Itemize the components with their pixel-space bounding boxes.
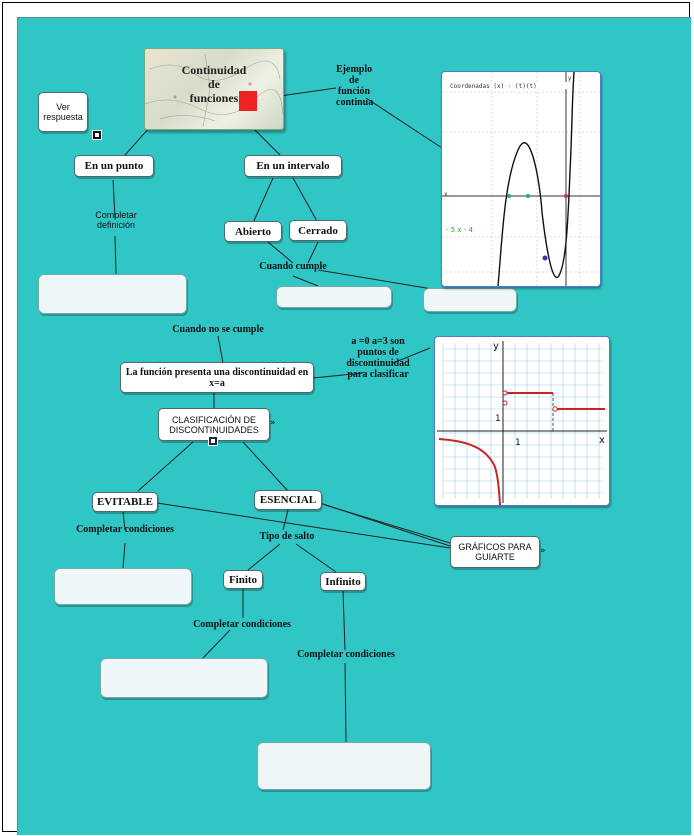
- evitable-node[interactable]: EVITABLE: [92, 492, 158, 512]
- en-un-punto-node[interactable]: En un punto: [74, 155, 154, 177]
- title-line-2: de: [208, 77, 220, 91]
- en-un-intervalo-node[interactable]: En un intervalo: [244, 155, 342, 177]
- svg-text:Coordenadas (x) · (t)(t): Coordenadas (x) · (t)(t): [450, 83, 537, 90]
- graph1-x-axis-label: x: [444, 191, 448, 198]
- note-icon[interactable]: [208, 436, 218, 446]
- puntos-label: a =0 a=3 son puntos de discontinuidad pa…: [346, 336, 410, 380]
- central-topic-node[interactable]: Continuidad de funciones: [144, 48, 284, 130]
- cerrado-answer-box[interactable]: [423, 288, 517, 312]
- graph2-x-axis-label: x: [599, 435, 605, 446]
- equation-label: - 5 x - 4: [446, 226, 474, 234]
- title-line-3: funciones: [189, 91, 239, 105]
- ejemplo-label: Ejemplo de función continua: [336, 64, 374, 108]
- infinito-label: Infinito: [325, 575, 361, 588]
- tipo-salto-label: Tipo de salto: [259, 531, 315, 542]
- esencial-label: ESENCIAL: [259, 494, 317, 506]
- evitable-answer-box[interactable]: [54, 568, 192, 605]
- completar-condiciones-infinito-label: Completar condiciones: [297, 649, 395, 660]
- cerrado-node[interactable]: Cerrado: [289, 220, 347, 241]
- graficos-node[interactable]: GRÁFICOS PARA GUIARTE: [450, 536, 540, 568]
- cuando-cumple-label: Cuando cumple: [259, 261, 327, 272]
- graficos-expand-icon[interactable]: »: [540, 546, 546, 556]
- expand-icon[interactable]: »: [270, 418, 276, 428]
- finito-label: Finito: [228, 573, 258, 586]
- en-un-intervalo-label: En un intervalo: [256, 160, 330, 172]
- completar-condiciones-evitable-label: Completar condiciones: [76, 524, 174, 535]
- abierto-answer-box[interactable]: [276, 286, 392, 308]
- finito-node[interactable]: Finito: [223, 570, 263, 589]
- infinito-node[interactable]: Infinito: [320, 572, 366, 591]
- discontinuidad-node[interactable]: La función presenta una discontinuidad e…: [120, 362, 314, 393]
- esencial-node[interactable]: ESENCIAL: [254, 490, 322, 510]
- red-square-icon: [239, 91, 257, 111]
- graph2-y-axis-label: y: [493, 341, 499, 352]
- discontinuity-graph-svg: y x 1 1: [437, 341, 607, 505]
- abierto-node[interactable]: Abierto: [224, 221, 282, 242]
- clasificacion-label: CLASIFICACIÓN DE DISCONTINUIDADES: [169, 414, 259, 435]
- ver-respuesta-label: Ver respuesta: [43, 102, 83, 122]
- completar-condiciones-finito-label: Completar condiciones: [193, 619, 291, 630]
- evitable-label: EVITABLE: [96, 496, 154, 508]
- attachment-icon[interactable]: [92, 130, 102, 140]
- title-line-1: Continuidad: [181, 63, 247, 77]
- discontinuity-graph[interactable]: y x 1 1: [434, 336, 610, 506]
- discontinuidad-label: La función presenta una discontinuidad e…: [125, 366, 309, 389]
- completar-definicion-label: Completar definición: [95, 210, 137, 230]
- graph2-x-tick: 1: [515, 438, 521, 448]
- en-un-punto-label: En un punto: [84, 160, 144, 172]
- infinito-answer-box[interactable]: [257, 742, 431, 790]
- cerrado-label: Cerrado: [298, 224, 338, 237]
- finito-answer-box[interactable]: [100, 658, 268, 698]
- graph2-y-tick: 1: [495, 414, 501, 424]
- continuous-function-graph[interactable]: Coordenadas (x) · (t)(t) - 5 x - 4 x y: [441, 71, 601, 287]
- graficos-label: GRÁFICOS PARA GUIARTE: [458, 542, 532, 562]
- cuando-no-cumple-label: Cuando no se cumple: [172, 324, 264, 335]
- connector-lines: [112, 87, 451, 744]
- abierto-label: Abierto: [234, 225, 272, 238]
- graph1-y-axis-label: y: [568, 75, 572, 82]
- map-texture-icon: [145, 53, 283, 128]
- concept-map-canvas: Continuidad de funciones Ver respuesta E…: [17, 17, 691, 835]
- definicion-answer-box[interactable]: [38, 274, 187, 314]
- central-topic-title: Continuidad de funciones: [145, 63, 283, 105]
- cubic-graph-svg: Coordenadas (x) · (t)(t) - 5 x - 4 x y: [442, 72, 600, 286]
- ver-respuesta-node[interactable]: Ver respuesta: [38, 92, 88, 132]
